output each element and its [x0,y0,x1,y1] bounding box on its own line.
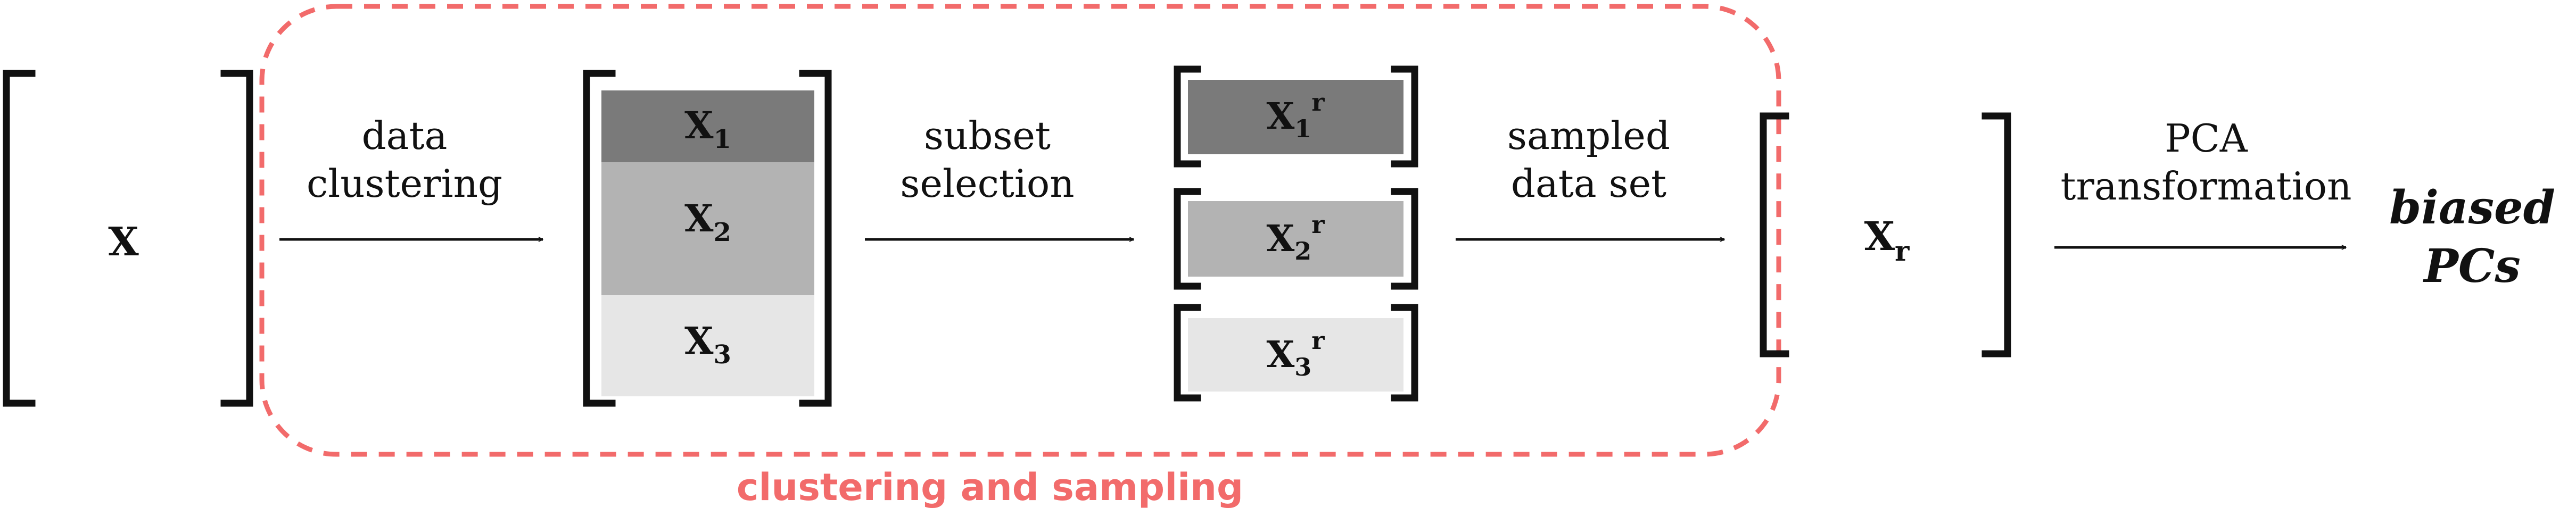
sampled-data-set-label-line-2: data set [1511,161,1666,206]
reduced-matrix-left-bracket [1760,112,1789,357]
subset-selection-step: subset selection [865,113,1134,239]
clustering-sampling-group-border [259,4,1781,457]
subset-selection-label-line-2: selection [900,161,1074,206]
sampled-block-1-right-bracket [1391,65,1418,168]
result-line-2: PCs [2422,239,2521,293]
sampled-block-2: X2r [1174,188,1418,290]
clustered-matrix-left-bracket [583,70,616,407]
sampled-block-1: X1r [1174,65,1418,168]
reduced-matrix-symbol: Xr [1864,214,1910,268]
sampled-block-2-symbol: X2r [1266,210,1325,265]
cluster-block-1 [601,90,814,162]
cluster-block-3-symbol: X3 [684,319,731,370]
sampled-block-3-symbol: X3r [1266,326,1325,381]
sampled-block-2-left-bracket [1174,188,1201,290]
data-clustering-label-line-2: clustering [307,161,502,206]
clustered-matrix: X1 X2 X3 [583,70,832,407]
sampled-block-3-right-bracket [1391,304,1418,402]
sampled-data-set-step: sampled data set [1456,113,1724,239]
cluster-block-3 [601,295,814,396]
cluster-block-2 [601,162,814,295]
sampled-block-2-right-bracket [1391,188,1418,290]
subset-selection-label-line-1: subset [924,113,1051,158]
data-clustering-step: data clustering [279,113,543,239]
pca-transformation-label-line-2: transformation [2061,164,2352,209]
sampled-block-2-fill [1188,201,1403,277]
sampled-block-1-fill [1188,80,1403,154]
reduced-matrix-right-bracket [1981,112,2011,357]
result: biased PCs [2389,181,2555,293]
sampled-block-1-symbol: X1r [1266,88,1325,143]
input-matrix-left-bracket [3,70,36,407]
input-matrix-right-bracket [220,70,253,407]
clustered-matrix-right-bracket [799,70,832,407]
sampled-block-3-left-bracket [1174,304,1201,402]
reduced-matrix: Xr [1760,112,2011,357]
input-matrix-symbol: X [108,219,139,265]
data-clustering-label-line-1: data [362,113,448,158]
cluster-block-1-symbol: X1 [684,103,731,154]
pca-transformation-step: PCA transformation [2054,116,2351,247]
result-line-1: biased [2389,181,2555,235]
sampled-data-set-label-line-1: sampled [1507,113,1670,158]
sampled-block-3: X3r [1174,304,1418,402]
cluster-block-2-symbol: X2 [684,196,731,247]
group-caption: clustering and sampling [737,465,1243,509]
sampled-block-3-fill [1188,318,1403,392]
pca-transformation-label-line-1: PCA [2165,116,2248,161]
sampled-block-1-left-bracket [1174,65,1201,168]
input-matrix: X [3,70,253,407]
